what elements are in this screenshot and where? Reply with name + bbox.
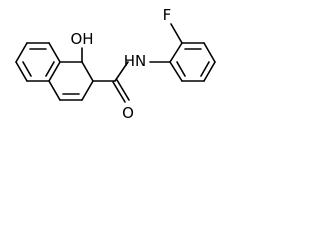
hydroxyl-label: OH: [70, 30, 93, 48]
bond: [15, 61, 28, 82]
fluorophenyl-ring: [169, 42, 216, 82]
carbonyl-double-bond-b: [116, 79, 130, 101]
bond: [48, 61, 61, 82]
bond: [48, 42, 61, 63]
naphthalene-left-ring: [15, 42, 61, 82]
double-bond-inner: [200, 61, 210, 77]
bond: [48, 80, 61, 101]
double-bond-inner: [45, 61, 55, 77]
carbonyl-oxygen-label: O: [122, 104, 134, 122]
bond: [81, 61, 94, 82]
fluorine-label: F: [163, 6, 172, 24]
c-f-bond: [170, 23, 183, 44]
bond: [203, 42, 216, 63]
bond: [169, 61, 183, 82]
amide-nitrogen-label: HN: [124, 52, 147, 70]
bond: [15, 42, 28, 63]
carbonyl-double-bond-a: [112, 81, 126, 103]
bond: [169, 42, 183, 63]
chemical-structure: OH O HN F: [15, 6, 216, 122]
naphthalene-right-ring: [48, 61, 94, 101]
carbonyl-nitrogen-bond: [114, 61, 129, 82]
bond: [203, 61, 216, 82]
bond: [81, 80, 94, 101]
double-bond-inner: [176, 61, 186, 77]
double-bond-inner: [22, 61, 32, 77]
